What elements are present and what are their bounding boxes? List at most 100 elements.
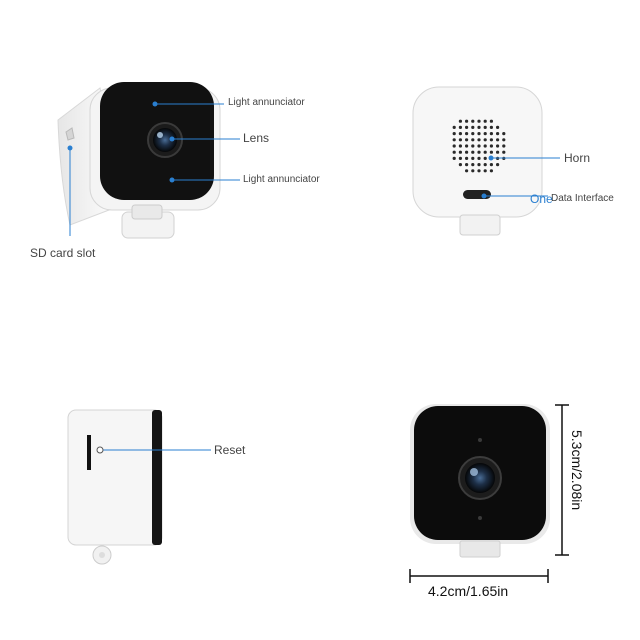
speaker-hole (471, 138, 475, 142)
camera-side-view (67, 409, 211, 565)
label-light-annunciator-bottom: Light annunciator (243, 174, 320, 185)
speaker-hole (452, 132, 456, 136)
speaker-hole (477, 156, 481, 160)
speaker-hole (483, 125, 487, 129)
speaker-hole (502, 150, 506, 154)
speaker-hole (496, 150, 500, 154)
sd-card-slot-icon (65, 127, 75, 141)
speaker-hole (465, 150, 469, 154)
speaker-hole (458, 132, 462, 136)
label-light-annunciator-top: Light annunciator (228, 97, 305, 108)
speaker-hole (458, 150, 462, 154)
speaker-hole (483, 169, 487, 173)
speaker-hole (489, 125, 493, 129)
speaker-hole (502, 138, 506, 142)
callout-dot-horn (488, 155, 494, 161)
label-one-prefix: One (530, 192, 553, 206)
camera-back-mount (459, 214, 501, 236)
speaker-hole (471, 125, 475, 129)
speaker-hole (452, 144, 456, 148)
speaker-hole (489, 132, 493, 136)
callout-dot-data-interface (481, 193, 487, 199)
speaker-hole (477, 125, 481, 129)
front-lens-highlight (470, 468, 478, 476)
mount-hinge (131, 204, 163, 220)
speaker-hole (471, 163, 475, 167)
label-height-dimension: 5.3cm/2.08in (569, 430, 585, 511)
speaker-hole (465, 119, 469, 123)
speaker-hole (489, 150, 493, 154)
speaker-hole (477, 150, 481, 154)
speaker-hole (489, 119, 493, 123)
label-width-dimension: 4.2cm/1.65in (428, 583, 509, 599)
speaker-hole (465, 163, 469, 167)
speaker-hole (483, 163, 487, 167)
front-lens-glass (465, 463, 495, 493)
speaker-grille (452, 119, 506, 173)
speaker-hole (477, 144, 481, 148)
speaker-hole (471, 144, 475, 148)
speaker-hole (502, 132, 506, 136)
camera-back-view (412, 86, 560, 236)
speaker-hole (471, 132, 475, 136)
speaker-hole (458, 156, 462, 160)
speaker-hole (483, 119, 487, 123)
speaker-hole (483, 144, 487, 148)
speaker-hole (489, 169, 493, 173)
front-indicator-top (478, 438, 482, 442)
speaker-hole (458, 119, 462, 123)
side-mount-knob-hole (99, 552, 105, 558)
speaker-hole (477, 132, 481, 136)
speaker-hole (465, 138, 469, 142)
speaker-hole (458, 144, 462, 148)
speaker-hole (489, 144, 493, 148)
speaker-hole (465, 125, 469, 129)
speaker-hole (452, 150, 456, 154)
speaker-hole (477, 138, 481, 142)
speaker-hole (496, 138, 500, 142)
speaker-hole (483, 150, 487, 154)
speaker-hole (465, 156, 469, 160)
speaker-hole (471, 119, 475, 123)
camera-side-body (67, 409, 163, 546)
speaker-hole (502, 144, 506, 148)
speaker-hole (483, 156, 487, 160)
speaker-hole (458, 125, 462, 129)
speaker-hole (465, 144, 469, 148)
speaker-hole (496, 144, 500, 148)
callout-dot-lens (169, 136, 175, 142)
speaker-hole (471, 150, 475, 154)
front-indicator-bottom (478, 516, 482, 520)
callout-dot-sd-card (67, 145, 73, 151)
speaker-hole (489, 163, 493, 167)
speaker-hole (483, 138, 487, 142)
lens-highlight (157, 132, 163, 138)
speaker-hole (465, 132, 469, 136)
camera-front-mount (459, 540, 501, 558)
speaker-hole (465, 169, 469, 173)
speaker-hole (477, 119, 481, 123)
label-sd-card-slot: SD card slot (30, 246, 96, 260)
speaker-hole (489, 138, 493, 142)
data-interface-port (463, 190, 491, 199)
speaker-hole (452, 138, 456, 142)
camera-front-view (409, 404, 569, 583)
label-horn: Horn (564, 151, 591, 165)
label-lens: Lens (243, 131, 270, 145)
speaker-hole (496, 163, 500, 167)
speaker-hole (477, 169, 481, 173)
speaker-hole (496, 132, 500, 136)
speaker-hole (458, 138, 462, 142)
reset-slot (87, 435, 91, 470)
camera-side-black-edge (152, 410, 162, 545)
speaker-hole (458, 163, 462, 167)
speaker-hole (452, 156, 456, 160)
camera-front-angled-view (57, 82, 240, 239)
label-reset: Reset (214, 443, 246, 457)
callout-dot-light-bottom (169, 177, 175, 183)
speaker-hole (452, 125, 456, 129)
callout-dot-light-top (152, 101, 158, 107)
speaker-hole (471, 169, 475, 173)
speaker-hole (483, 132, 487, 136)
